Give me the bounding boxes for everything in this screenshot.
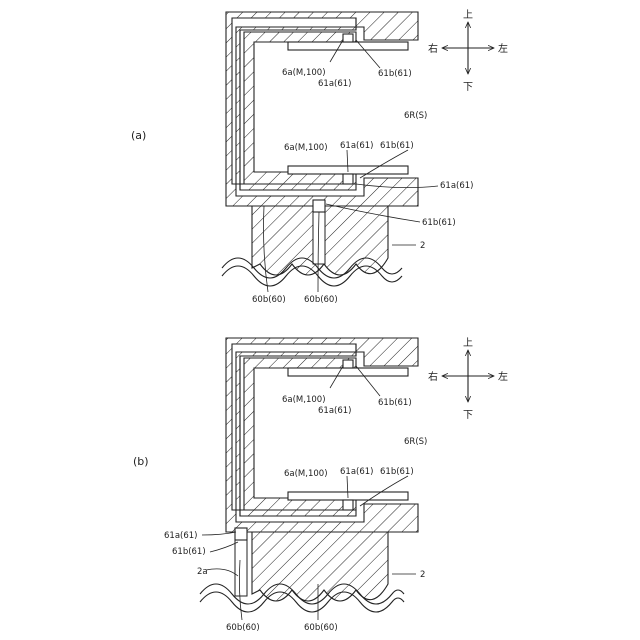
dir-left-b: 左: [498, 370, 508, 383]
label-top-6a: 6a(M,100): [282, 68, 326, 78]
dir-right: 右: [428, 42, 438, 55]
spacer-61b-side-b: [235, 528, 247, 540]
label-side-61b-b: 61b(61): [172, 547, 206, 557]
plate-6a-top: [288, 42, 408, 50]
label-side-61a: 61a(61): [440, 181, 473, 191]
label-center-6r-b: 6R(S): [404, 437, 427, 447]
label-top-61b-b: 61b(61): [378, 398, 412, 408]
dir-up-b: 上: [463, 337, 473, 349]
label-bot-6a-b: 6a(M,100): [284, 469, 328, 479]
post-2a: [235, 538, 247, 596]
label-bot-6a: 6a(M,100): [284, 143, 328, 153]
label-bot-61b: 61b(61): [380, 141, 414, 151]
leader-bot-61b-b: [360, 476, 408, 506]
dir-down: 下: [463, 82, 473, 93]
panel-a: (a) 6a(M,100) 61a(61) 61b(61) 6R(: [131, 9, 508, 305]
label-top-6a-b: 6a(M,100): [282, 395, 326, 405]
bracket-inner-hatch-b: [244, 358, 356, 510]
spacer-61a-top-b: [343, 360, 353, 368]
label-top-61b: 61b(61): [378, 69, 412, 79]
label-60b-1-b: 60b(60): [226, 623, 260, 633]
label-top-61a: 61a(61): [318, 79, 351, 89]
four-way-arrow-icon: [442, 22, 494, 74]
label-60b-2: 60b(60): [304, 295, 338, 305]
label-ref-2a-b: 2a: [197, 567, 208, 577]
label-center-6r: 6R(S): [404, 111, 427, 121]
dir-down-b: 下: [463, 410, 473, 421]
plate-6a-top-b: [288, 368, 408, 376]
panel-b-label: (b): [133, 455, 149, 468]
panel-a-label: (a): [131, 129, 146, 142]
four-way-arrow-icon: [442, 350, 494, 402]
panel-b: (b) 6a(M,100) 61a(61) 61b(61) 6R(S) 6a(: [133, 337, 508, 633]
leader-ref-2a-b: [206, 569, 238, 576]
label-bot-61b-b: 61b(61): [380, 467, 414, 477]
base-block-2-b: [252, 532, 388, 601]
spacer-61a-top: [343, 34, 353, 42]
bracket-inner-hatch: [244, 32, 356, 184]
label-ref-2: 2: [420, 241, 425, 251]
label-side-61b: 61b(61): [422, 218, 456, 228]
label-60b-1: 60b(60): [252, 295, 286, 305]
label-side-61a-b: 61a(61): [164, 531, 197, 541]
spacer-61a-bottom: [343, 174, 353, 184]
spacer-61b-side: [313, 200, 325, 212]
label-bot-61a: 61a(61): [340, 141, 373, 151]
label-ref-2-b: 2: [420, 570, 425, 580]
label-bot-61a-b: 61a(61): [340, 467, 373, 477]
dir-right-b: 右: [428, 370, 438, 383]
dir-up: 上: [463, 9, 473, 21]
label-60b-2-b: 60b(60): [304, 623, 338, 633]
label-top-61a-b: 61a(61): [318, 406, 351, 416]
leader-side-61b-b: [210, 542, 238, 552]
dir-left: 左: [498, 42, 508, 55]
spacer-61a-bottom-b: [343, 500, 353, 510]
